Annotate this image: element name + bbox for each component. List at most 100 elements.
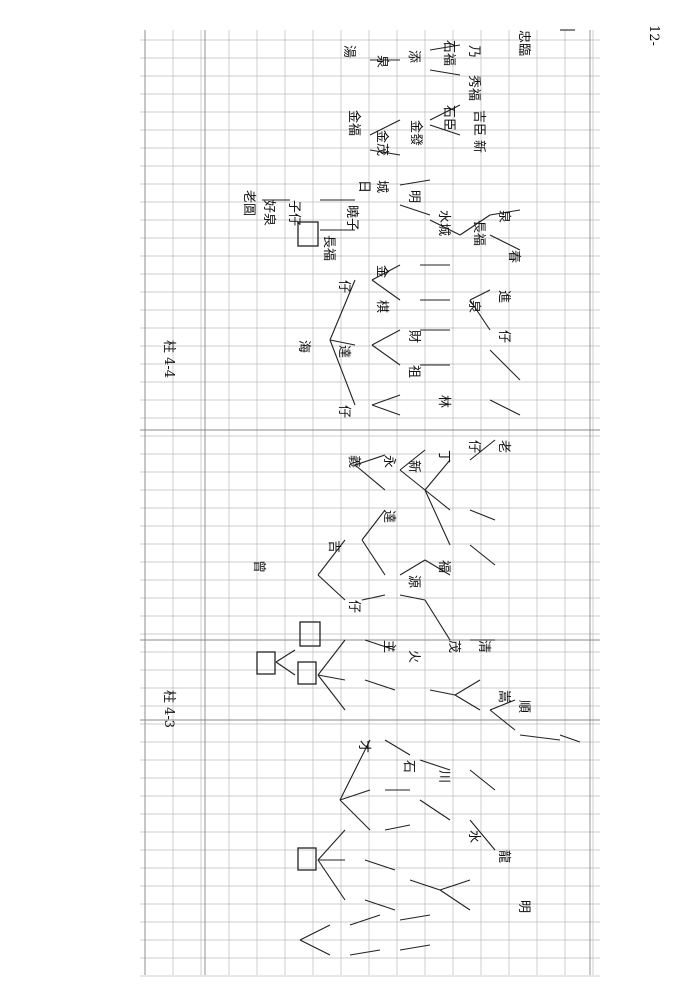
person-name: 長福 [471,220,486,246]
tree-edge [361,594,386,601]
person-name: 仔 [336,405,351,418]
tree-edge [429,219,461,236]
person-name: 火 [406,650,421,663]
tree-edge [349,914,381,926]
tree-edge [424,459,451,491]
person-name: 丁 [436,450,451,463]
person-name: 棋 [374,300,389,313]
tree-edge [364,639,396,651]
tree-edge [489,699,516,711]
person-name: 老圓 [241,190,256,216]
tree-edge [371,279,401,301]
person-name: 泉 [466,300,482,313]
person-name: 石福 [441,40,456,66]
tree-edge [424,599,451,641]
tree-edge [369,119,401,136]
tree-edge [399,469,426,491]
tree-edge [424,489,451,546]
tree-edge [364,899,396,911]
tree-edge [489,399,521,416]
tree-edge [349,949,381,956]
tree-edge [399,179,431,186]
person-name: 湯 [341,45,356,58]
person-name: 泉 [496,210,512,223]
tree-edge [399,204,431,216]
section-label: 柱 4-4 [161,340,176,378]
person-name: 達 [336,345,351,358]
tree-edge [489,209,521,216]
tree-edge [469,544,496,566]
person-name: 曾 [251,560,266,573]
person-name: 永 [381,455,396,468]
tree-edge [361,509,386,541]
person-name: 吉 [326,540,341,553]
tree-edge [371,264,401,281]
person-name: 水城 [436,210,451,236]
person-name: 源 [406,575,421,588]
person-name: 新 [406,460,422,473]
tree-edge [371,394,401,406]
person-name: 海 [296,340,311,353]
person-name: 長福 [321,235,336,261]
person-name: 義 [346,455,362,468]
person-name: 仔 [466,440,481,453]
tree-edge [439,889,471,911]
person-name: 水 [466,830,481,843]
tree-edge [419,799,451,821]
tree-edge [339,789,371,801]
tree-edge [399,914,431,921]
tree-edge [489,709,516,731]
person-name: 達 [381,510,396,523]
person-name: 清 [476,640,491,653]
tree-edge [329,339,356,406]
tree-edge [459,214,491,236]
tree-edge [469,769,496,791]
person-name: 林 [436,395,451,408]
tree-edge [429,689,456,696]
tree-edge [399,594,426,601]
tree-edge [317,574,346,601]
unknown-ancestor-box [299,621,321,647]
tree-edge [409,879,441,891]
person-name: 嵩 [496,690,511,703]
unknown-ancestor-box [297,847,317,871]
person-name: 新 [471,140,487,153]
person-name: 財 [406,330,421,343]
person-name: 好泉 [261,200,277,226]
handwritten-note: 忠臨 [516,30,531,56]
tree-edge [469,819,496,851]
tree-edge [429,69,461,76]
tree-edge [429,124,461,136]
tree-edge [424,559,451,576]
flourish-line [559,734,581,743]
person-name: 吉臣 [471,110,486,136]
tree-edge [489,234,521,251]
tree-edge [369,149,401,156]
person-name: 添 [406,50,421,63]
tree-edge [329,279,356,341]
person-name: 福 [436,560,451,573]
tree-edge [317,829,346,861]
person-name: 春 [506,250,521,263]
tree-edge [519,734,561,741]
tree-edge [299,924,331,941]
person-name: 秀福 [466,75,481,101]
tree-edge [469,289,491,301]
person-name: 曉子 [344,205,359,231]
person-name: 仔 [336,280,351,293]
person-name: 才 [356,740,371,753]
person-name: 茂 [446,640,461,653]
tree-edge [384,739,411,756]
page-number: 12- [646,25,661,46]
tree-edge [454,694,481,711]
person-name: 順 [516,700,531,713]
tree-edge [469,509,496,521]
person-name: 川 [436,770,451,783]
tree-edge [317,639,346,676]
person-name: 金茂 [374,130,390,156]
person-name: 老 [496,440,511,453]
section-label: 柱 4-3 [161,690,176,728]
person-name: 進 [496,290,511,303]
tree-edge [489,349,521,381]
